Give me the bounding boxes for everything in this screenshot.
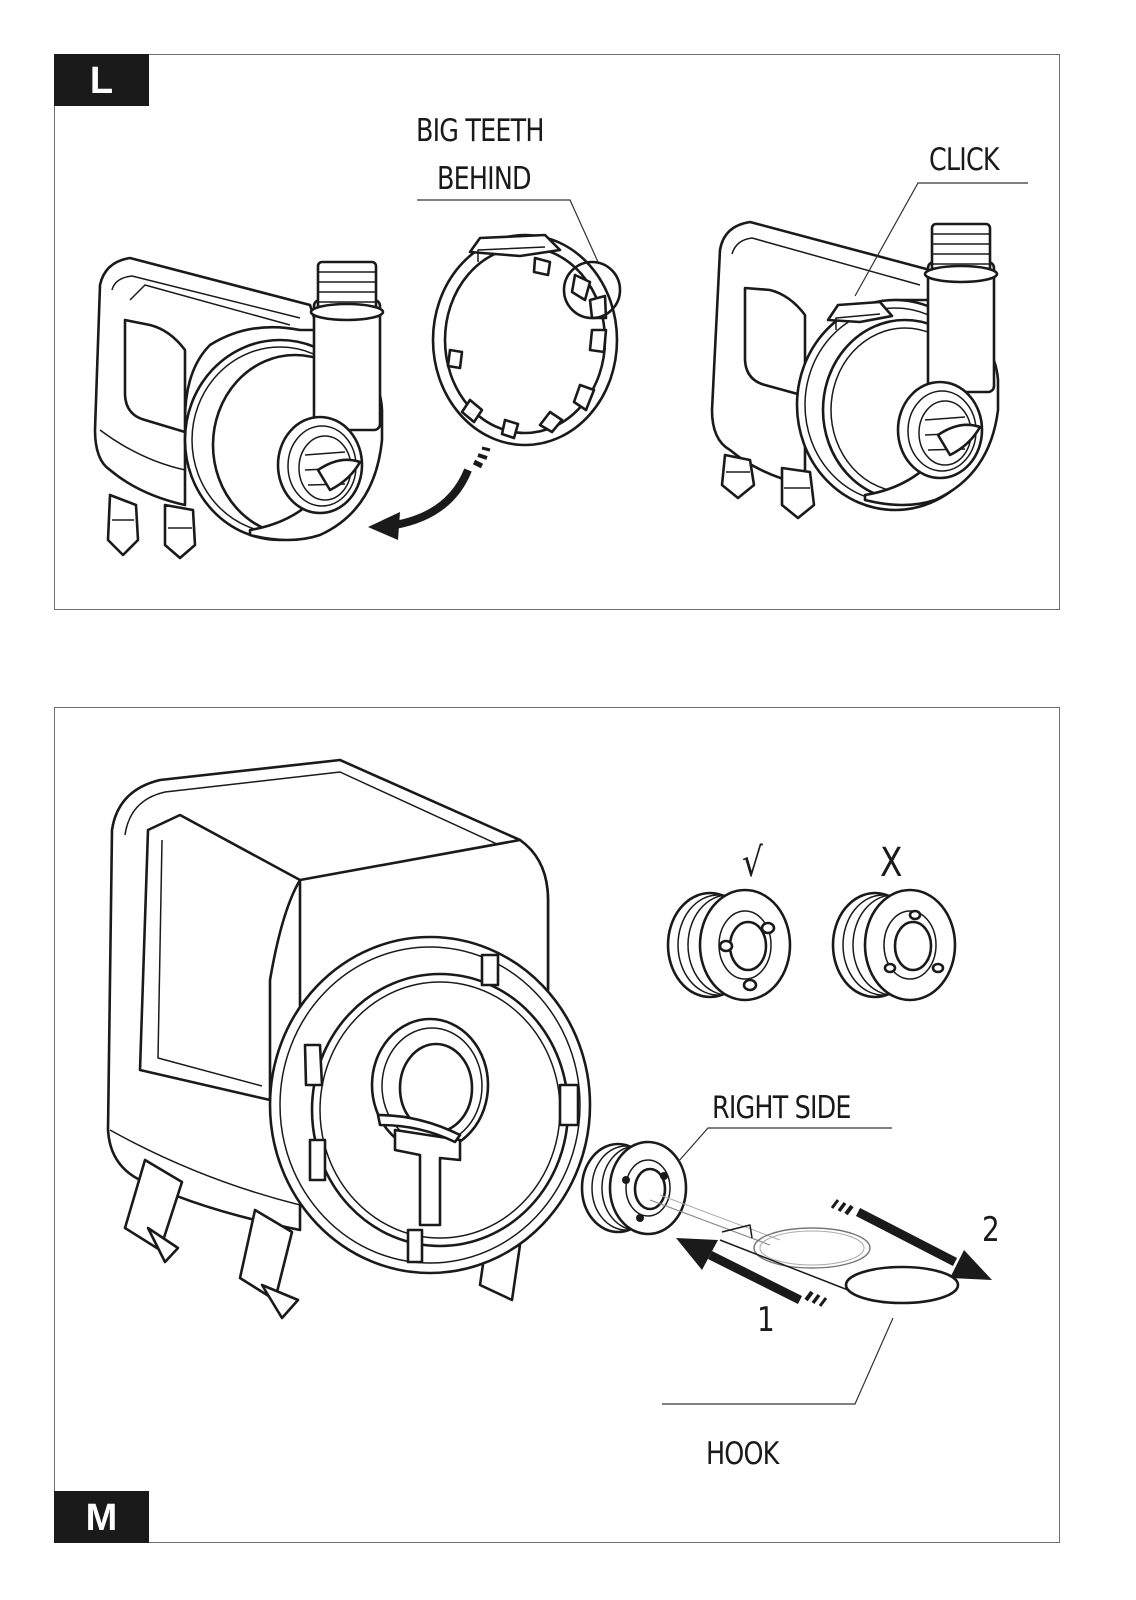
label-hook: HOOK bbox=[706, 1436, 779, 1472]
label-step-2: 2 bbox=[982, 1210, 999, 1250]
bushing-correct bbox=[668, 890, 790, 1000]
label-step-1: 1 bbox=[757, 1300, 774, 1340]
label-cross-mark: X bbox=[880, 840, 902, 886]
bushing-insert bbox=[582, 1142, 686, 1234]
label-right-side: RIGHT SIDE bbox=[712, 1090, 851, 1126]
hook-leader bbox=[662, 1318, 893, 1404]
pump-front-view bbox=[108, 760, 590, 1318]
label-check-mark: √ bbox=[742, 840, 762, 886]
right-side-leader bbox=[678, 1128, 892, 1162]
bushing-wrong bbox=[833, 890, 955, 1000]
